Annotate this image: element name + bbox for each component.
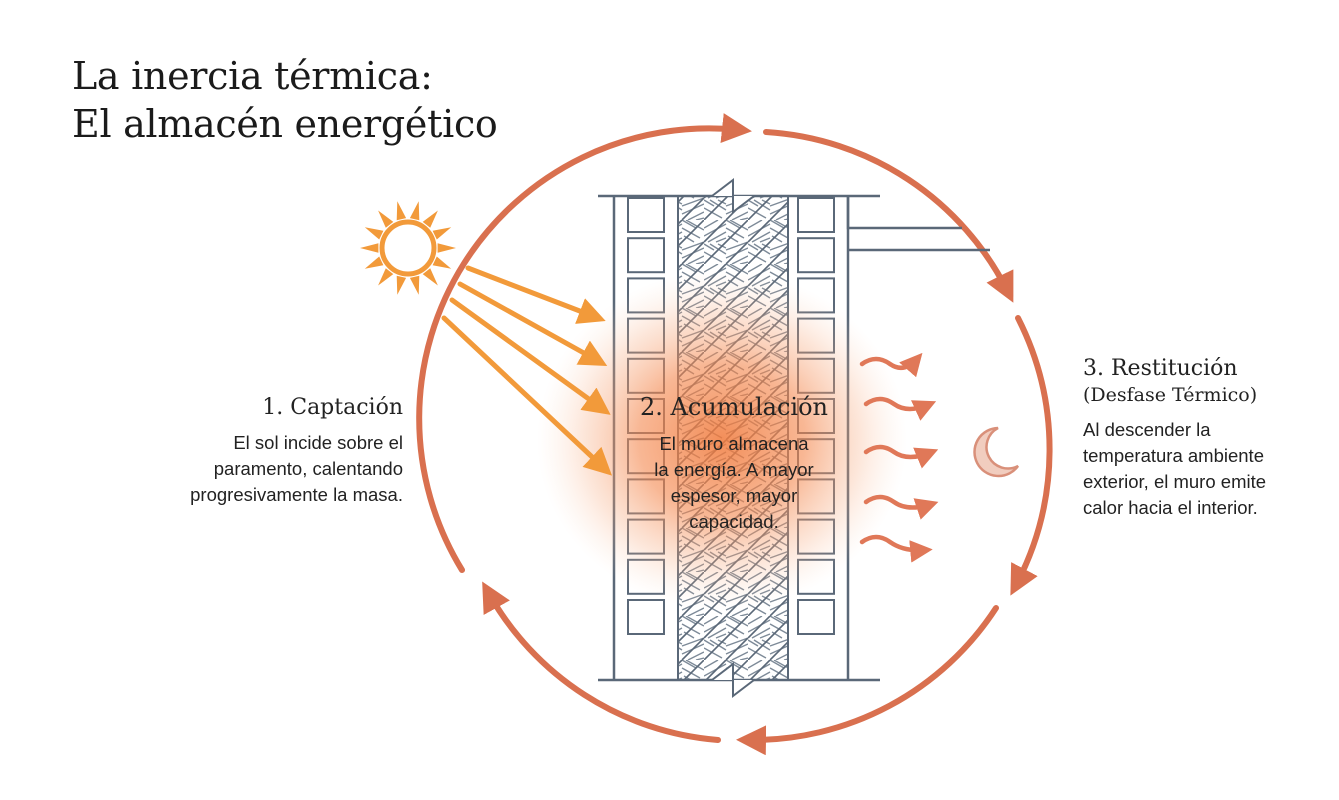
heat-emission-arrows [859,352,939,563]
heat-wave [863,494,939,520]
solar-ray [457,281,608,367]
solar-ray [441,315,613,476]
title-line-1: La inercia térmica: [72,54,433,98]
step-restitucion-line: Al descender la [1083,419,1211,440]
sun-ray [437,243,456,253]
cycle-arrows [416,113,1053,756]
sun-ray [432,227,452,240]
step-captacion-line: paramento, calentando [213,458,403,479]
solar-radiation-arrows [441,265,613,476]
sun-ray [364,256,384,269]
step-acumulacion-line: la energía. A mayor [654,459,814,480]
sun-ray [432,256,452,269]
cycle-arrow-top-right [763,129,1014,303]
step-restitucion-body: Al descender la temperatura ambiente ext… [1083,417,1266,521]
heat-wave [863,444,939,469]
sun-ray [360,243,379,253]
brick [627,237,665,274]
cycle-arrow-right [1010,315,1053,596]
sun-ray [378,210,394,228]
brick [797,237,835,274]
brick [797,599,835,635]
step-captacion-line: El sol incide sobre el [233,432,403,453]
step-restitucion-line: exterior, el muro emite [1083,471,1267,492]
step-captacion-heading: 1. Captación [262,395,403,420]
step-restitucion-line: temperatura ambiente [1083,445,1264,466]
step-captacion: 1. Captación El sol incide sobre el para… [190,394,403,508]
step-acumulacion-line: espesor, mayor [670,485,798,506]
step-acumulacion-line: El muro almacena [659,433,809,454]
brick [797,197,835,233]
sun-ray [409,201,420,221]
sun-ray [396,275,407,295]
sun-ray [364,227,384,240]
sun-ray [409,275,420,295]
step-captacion-body: El sol incide sobre el paramento, calent… [190,430,403,508]
sun-ray [396,201,407,221]
sun-ray [378,268,394,286]
heat-wave [859,534,933,563]
step-acumulacion-line: capacidad. [689,511,779,532]
sun-icon [360,201,456,295]
solar-ray [465,265,606,324]
step-captacion-line: progresivamente la masa. [190,484,403,505]
step-restitucion-heading: 3. Restitución [1083,356,1238,381]
cycle-arrow-bottom-left [482,581,721,743]
brick [627,599,665,635]
cycle-arrow-bottom-right [736,605,999,756]
step-restitucion-line: calor hacia el interior. [1083,497,1258,518]
heat-wave [863,396,937,421]
step-restitucion-subheading: (Desfase Térmico) [1083,384,1258,406]
heat-wave [859,352,923,378]
sun-ray [422,268,438,286]
step-restitucion: 3. Restitución (Desfase Térmico) Al desc… [1083,355,1266,521]
moon-icon [973,426,1020,478]
brick [627,197,665,233]
step-acumulacion-body: El muro almacena la energía. A mayor esp… [606,431,862,535]
cycle-arrow-top-left [416,113,752,573]
heat-glow [537,270,907,610]
page-title: La inercia térmica: El almacén energétic… [72,52,498,148]
solar-ray [449,297,611,415]
step-acumulacion-heading: 2. Acumulación [640,393,828,421]
title-line-2: El almacén energético [72,102,498,146]
sun-ray [422,210,438,228]
step-acumulacion: 2. Acumulación El muro almacena la energ… [606,393,862,535]
